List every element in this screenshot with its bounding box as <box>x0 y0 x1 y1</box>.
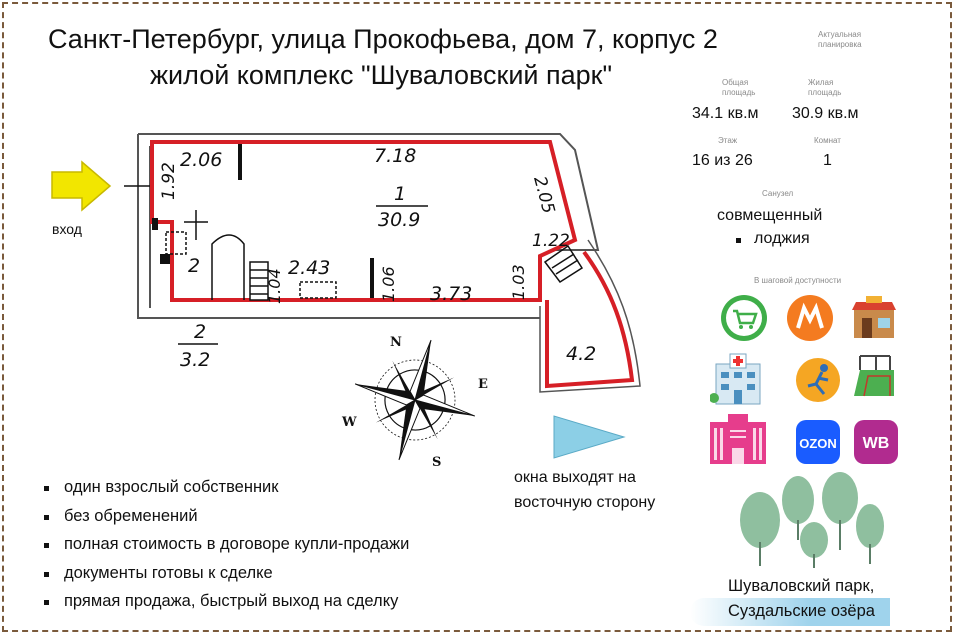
bathroom-label: Санузел <box>762 189 794 198</box>
features-list: один взрослый собственник без обременени… <box>38 478 409 621</box>
rooms-value: 1 <box>823 152 832 169</box>
feature-item: один взрослый собственник <box>38 478 409 507</box>
park-caption-line2: Суздальские озёра <box>728 602 875 620</box>
dim-1-22: 1.22 <box>532 231 570 251</box>
balcony-door <box>543 244 584 284</box>
ozon-wordmark: OZON <box>799 436 837 451</box>
room2-legend-number: 2 <box>194 321 206 343</box>
dim-1-03: 1.03 <box>509 264 528 300</box>
park-trees-icon <box>730 470 890 570</box>
living-area-value: 30.9 кв.м <box>792 105 859 122</box>
complex-title: жилой комплекс "Шуваловский парк" <box>150 60 613 90</box>
feature-item: прямая продажа, быстрый выход на сделку <box>38 592 409 621</box>
dim-1-04: 1.04 <box>265 268 284 304</box>
entrance-label: вход <box>52 221 82 237</box>
window-direction-icon <box>553 415 626 459</box>
loggia-item: лоджия <box>754 230 810 247</box>
address-title: Санкт-Петербург, улица Прокофьева, дом 7… <box>48 24 718 54</box>
bullet-marker <box>736 238 741 243</box>
room2-legend-area: 3.2 <box>180 349 210 371</box>
feature-item: без обременений <box>38 507 409 536</box>
shopping-mall-icon <box>710 414 766 464</box>
compass-rose-icon <box>354 339 476 461</box>
compass-w: W <box>341 415 357 430</box>
wb-wordmark: WB <box>863 435 890 452</box>
compass-n: N <box>390 335 402 350</box>
bathroom-fixtures <box>165 210 337 301</box>
rooms-label: Комнат <box>814 136 841 145</box>
park-caption-highlight <box>690 598 890 626</box>
feature-item: полная стоимость в договоре купли-продаж… <box>38 535 409 564</box>
floor-value: 16 из 26 <box>692 152 753 169</box>
room2-number: 2 <box>188 255 200 277</box>
loggia-outline <box>545 250 635 389</box>
sports-ground-icon <box>850 352 898 400</box>
dim-4-2: 4.2 <box>566 343 596 365</box>
windows-note: окна выходят на восточную сторону <box>514 469 656 511</box>
living-area-label: Жилая площадь <box>808 78 842 97</box>
compass-s: S <box>432 455 441 470</box>
room1-number: 1 <box>394 183 406 205</box>
metro-icon <box>786 294 834 342</box>
dim-2-05: 2.05 <box>529 174 558 216</box>
dim-1-06: 1.06 <box>379 266 398 302</box>
compass-e: E <box>478 377 488 392</box>
apartment-outline <box>150 140 578 302</box>
dim-7-18: 7.18 <box>374 145 416 167</box>
floor-label: Этаж <box>718 136 738 145</box>
park-caption: Шуваловский парк, Суздальские озёра <box>728 574 875 624</box>
bathroom-value: совмещенный <box>717 207 823 224</box>
dim-3-73: 3.73 <box>430 283 472 305</box>
dim-2-06: 2.06 <box>180 149 222 171</box>
entrance-arrow-icon <box>51 160 112 212</box>
cafe-icon <box>850 294 898 342</box>
grocery-cart-icon <box>720 294 768 342</box>
park-caption-line1: Шуваловский парк, <box>728 577 875 595</box>
ozon-icon: OZON <box>794 418 842 466</box>
wildberries-icon: WB <box>852 418 900 466</box>
room1-area: 30.9 <box>378 209 420 231</box>
hospital-icon <box>709 350 766 406</box>
feature-item: документы готовы к сделке <box>38 564 409 593</box>
total-area-label: Общая площадь <box>722 78 756 97</box>
dim-1-92: 1.92 <box>159 162 179 200</box>
fitness-icon <box>794 356 842 404</box>
plan-status-label: Актуальная планировка <box>818 30 862 49</box>
dim-2-43: 2.43 <box>288 257 330 279</box>
decorative-frame <box>2 2 952 632</box>
walking-distance-label: В шаговой доступности <box>754 276 842 285</box>
total-area-value: 34.1 кв.м <box>692 105 759 122</box>
